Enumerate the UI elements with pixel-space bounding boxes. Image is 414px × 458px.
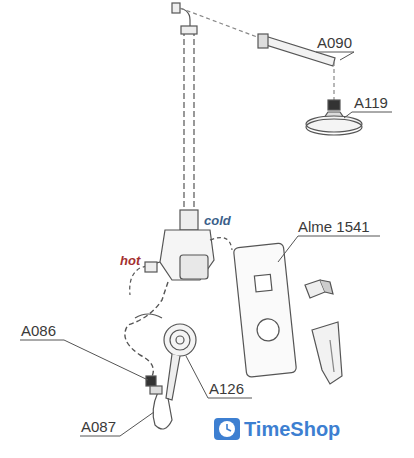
leader-line [316, 52, 354, 60]
dashed-link [333, 62, 334, 100]
watermark: TimeShop [244, 419, 340, 439]
dashed-link [180, 8, 265, 40]
head-nut [328, 100, 340, 110]
leader-line [186, 356, 252, 398]
shower-hose [125, 282, 168, 380]
trim-plate [233, 243, 296, 378]
shower-head-rim [306, 119, 362, 135]
mixer-body [160, 230, 214, 280]
elbow-nut [172, 3, 180, 13]
cartridge [180, 255, 208, 279]
part-number: A086 [21, 323, 56, 338]
wall-holder [153, 392, 172, 429]
lever-edge [330, 340, 334, 372]
diverter-knob-side [320, 280, 333, 294]
leader-line [20, 340, 148, 380]
leader-line [278, 236, 380, 262]
cold-inlet [210, 238, 232, 250]
hose-coil [135, 314, 162, 318]
mixer-outlet [180, 210, 198, 230]
lever-hole [256, 318, 280, 342]
hose-nut [146, 376, 156, 386]
hand-shower-handle [166, 354, 180, 400]
part-number: A087 [81, 419, 116, 434]
hand-shower-face [176, 336, 184, 344]
part-number: A126 [209, 381, 244, 396]
pipe-nut [181, 26, 197, 34]
arm-flange [258, 34, 268, 48]
hand-shower-head [164, 324, 196, 356]
hand-shower-face [170, 330, 190, 350]
hot-fitting [145, 262, 157, 272]
inlet-label: hot [120, 254, 140, 267]
leader-line [80, 412, 154, 436]
diverter-hole [254, 274, 272, 292]
riser-pipe [184, 30, 194, 210]
mixer-lever [312, 322, 342, 384]
holder-base [150, 386, 162, 394]
part-number: A119 [354, 95, 388, 110]
inlet-label: cold [204, 214, 231, 227]
watermark-icon [214, 418, 240, 440]
model-name: Alme 1541 [298, 219, 370, 234]
part-number: A090 [317, 35, 352, 50]
leader-line [344, 112, 392, 118]
